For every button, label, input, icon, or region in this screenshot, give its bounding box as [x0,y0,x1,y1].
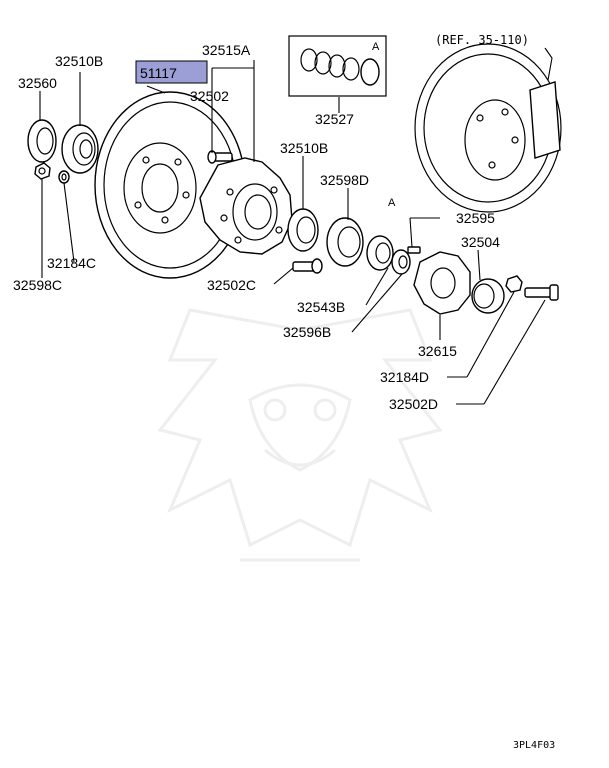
label-32527-marker: A [372,41,380,53]
part-labels: 32510B 32560 51117 32515A 32502 A 32527 … [13,33,555,751]
seal-32560[interactable] [27,119,57,163]
washer-32184D[interactable] [505,275,523,293]
label-32510B-top[interactable]: 32510B [55,53,103,69]
lock-washer-32543B[interactable] [366,235,394,271]
label-reference[interactable]: (REF. 35-110) [435,33,529,47]
label-51117[interactable]: 51117 [140,65,177,81]
reference-drum-assembly[interactable] [414,43,562,213]
bearing-32598D[interactable] [326,217,364,267]
stud-32502C[interactable] [292,258,323,274]
nut-32598C[interactable] [34,162,51,180]
bearing-32510B-left[interactable] [61,124,99,174]
brake-disc-51117[interactable] [94,91,246,279]
watermark-emblem [157,308,443,562]
label-32595-marker: A [388,197,396,209]
label-32504[interactable]: 32504 [461,234,500,250]
bolt-32502D[interactable] [524,284,559,301]
cap-32504[interactable] [471,278,505,314]
leader-lines [39,47,553,405]
washer-32184C[interactable] [58,170,70,184]
nut-32596B[interactable] [391,249,411,275]
label-32527[interactable]: 32527 [315,111,354,127]
label-32595[interactable]: 32595 [456,210,495,226]
label-32510B-middle[interactable]: 32510B [280,140,328,156]
label-32502D[interactable]: 32502D [389,396,438,412]
label-32598C[interactable]: 32598C [13,277,62,293]
label-32184D[interactable]: 32184D [380,369,429,385]
bearing-32510B-middle[interactable] [287,208,319,252]
label-32560[interactable]: 32560 [18,75,57,91]
label-32596B[interactable]: 32596B [283,324,331,340]
label-32598D[interactable]: 32598D [320,172,369,188]
hub-flange-32615[interactable] [413,251,471,315]
label-32502C[interactable]: 32502C [207,277,256,293]
label-32184C[interactable]: 32184C [47,255,96,271]
label-32543B[interactable]: 32543B [297,299,345,315]
kit-box-32527[interactable] [288,35,387,97]
diagram-code: 3PL4F03 [513,740,555,751]
hub-32515A[interactable] [199,157,293,255]
highlight-box-51117 [135,60,208,84]
label-32515A[interactable]: 32515A [202,42,251,58]
label-32502[interactable]: 32502 [190,88,229,104]
label-32615[interactable]: 32615 [418,343,457,359]
screw-32595[interactable] [407,246,421,254]
